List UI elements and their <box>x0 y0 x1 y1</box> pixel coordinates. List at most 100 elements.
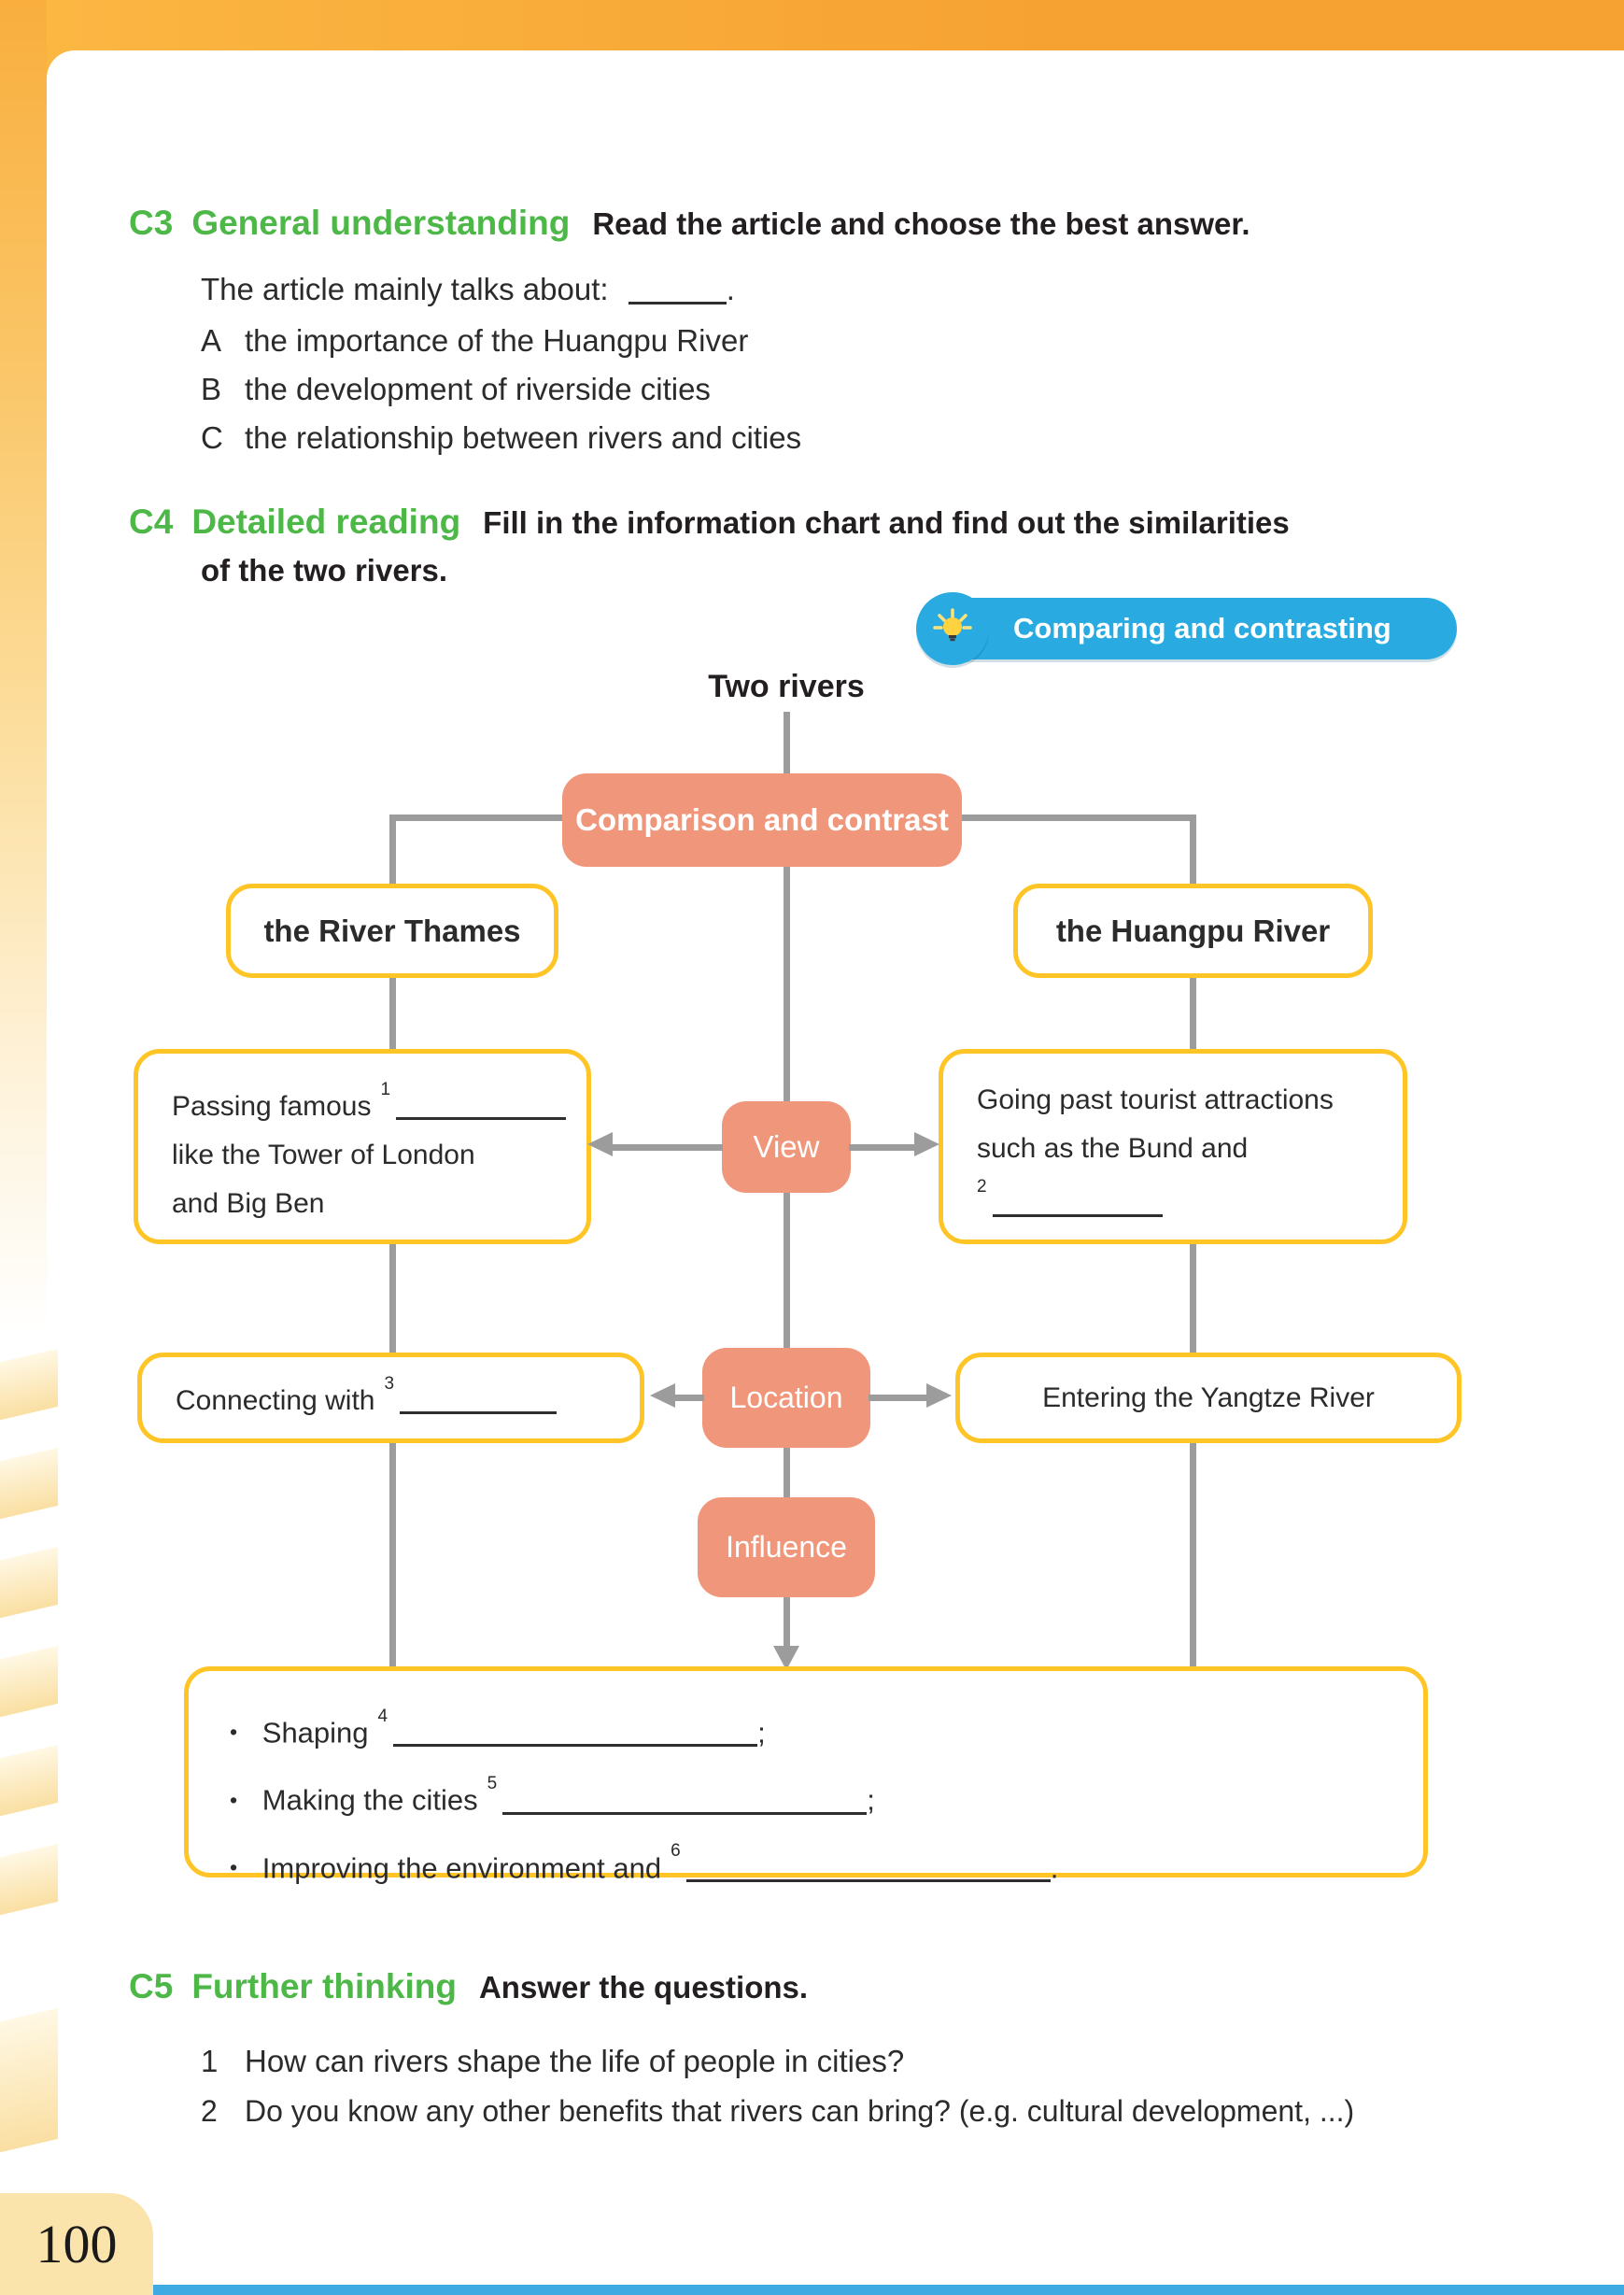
view-arrow-left-line <box>611 1144 723 1151</box>
section-c4-id: C4 <box>129 503 174 541</box>
influence-bullet-2-text: Making the cities <box>261 1783 478 1817</box>
section-c5-instruction: Answer the questions. <box>478 1970 809 2005</box>
blank-6 <box>685 1853 1051 1882</box>
connector-branch-right <box>955 815 1196 821</box>
thames-label: the River Thames <box>263 913 521 948</box>
influence-node: Influence <box>698 1497 875 1597</box>
blank-1 <box>396 1092 567 1120</box>
section-c4-instruction-line2: of the two rivers. <box>201 553 448 588</box>
influence-bullet-2-tail: ; <box>867 1783 875 1817</box>
view-huangpu-line2: such as the Bund and <box>977 1133 1249 1164</box>
influence-bullet-3: Improving the environment and 6. <box>230 1833 1423 1900</box>
location-node: Location <box>702 1348 870 1448</box>
view-huangpu-box: Going past tourist attractions such as t… <box>939 1049 1407 1244</box>
connector-branch-left <box>389 815 569 821</box>
strategy-badge-label: Comparing and contrasting <box>1013 612 1391 645</box>
lightbulb-icon-svg <box>933 608 972 642</box>
c5-question-2: 2 Do you know any other benefits that riv… <box>201 2094 1354 2129</box>
view-huangpu-sup: 2 <box>977 1176 987 1197</box>
location-arrow-right-line <box>868 1395 928 1401</box>
view-thames-line3: and Big Ben <box>172 1188 325 1219</box>
influence-bullet-1: Shaping 4; <box>230 1697 1423 1764</box>
c5-question-1: 1 How can rivers shape the life of people… <box>201 2044 904 2079</box>
c3-stem-text: The article mainly talks about: <box>201 272 609 306</box>
influence-bullet-3-sup: 6 <box>671 1841 681 1862</box>
view-thames-sup: 1 <box>380 1079 391 1099</box>
view-arrowhead-left <box>587 1132 613 1156</box>
blank-5 <box>502 1786 868 1815</box>
influence-bullet-1-sup: 4 <box>377 1706 388 1726</box>
blank-3 <box>400 1386 558 1414</box>
frame-left-band <box>0 0 47 1373</box>
section-c3-heading: C3 General understanding Read the articl… <box>129 204 1250 243</box>
c5-question-1-text: How can rivers shape the life of people … <box>245 2044 905 2078</box>
diagram-huangpu-node: the Huangpu River <box>1013 884 1373 978</box>
location-thames-text: Connecting with 3 <box>176 1370 558 1425</box>
c5-question-1-number: 1 <box>201 2044 219 2078</box>
section-c3-title: General understanding <box>191 204 571 242</box>
section-c4-title: Detailed reading <box>191 503 461 541</box>
influence-bullet-1-tail: ; <box>757 1716 766 1750</box>
diagram-center-node: Comparison and contrast <box>562 773 962 867</box>
location-huangpu-box: Entering the Yangtze River <box>955 1353 1462 1443</box>
view-thames-line2: like the Tower of London <box>172 1140 475 1170</box>
influence-bullet-3-tail: . <box>1050 1850 1059 1884</box>
c3-option-a-text: the importance of the Huangpu River <box>245 323 749 358</box>
c5-question-2-number: 2 <box>201 2094 218 2128</box>
bottom-edge-bar <box>153 2285 1624 2295</box>
c3-option-a-letter: A <box>201 323 222 358</box>
location-thames-sup: 3 <box>384 1373 395 1394</box>
section-c5-title: Further thinking <box>191 1967 457 2005</box>
c3-question-stem: The article mainly talks about: . <box>201 269 735 307</box>
view-huangpu-line1: Going past tourist attractions <box>977 1084 1334 1115</box>
blank-4 <box>393 1718 758 1748</box>
influence-arrowhead-down <box>773 1646 799 1670</box>
location-thames-text-span: Connecting with <box>176 1385 375 1416</box>
section-c3-instruction: Read the article and choose the best ans… <box>592 206 1250 241</box>
page-number: 100 <box>35 2214 118 2274</box>
blank-2 <box>992 1189 1163 1217</box>
c3-option-c-letter: C <box>201 420 223 455</box>
diagram-root-label: Two rivers <box>708 669 865 704</box>
section-c5-id: C5 <box>129 1967 174 2005</box>
influence-bullet-3-text: Improving the environment and <box>261 1850 662 1884</box>
location-thames-box: Connecting with 3 <box>137 1353 644 1443</box>
c3-option-b-text: the development of riverside cities <box>245 372 711 406</box>
c3-stem-blank <box>628 274 727 305</box>
view-arrowhead-right <box>914 1132 939 1156</box>
view-thames-box: Passing famous 1 like the Tower of London… <box>134 1049 591 1244</box>
c3-option-c-text: the relationship between rivers and citi… <box>245 420 802 455</box>
section-c3-id: C3 <box>129 204 174 242</box>
location-arrow-left-line <box>673 1395 704 1401</box>
location-huangpu-text: Entering the Yangtze River <box>1042 1381 1375 1413</box>
connector-center-column <box>784 864 790 1651</box>
strategy-badge: Comparing and contrasting <box>916 592 1457 665</box>
decorative-stripe <box>0 2007 58 2155</box>
influence-bullet-2-sup: 5 <box>487 1773 498 1793</box>
diagram-thames-node: the River Thames <box>226 884 558 978</box>
influence-box: Shaping 4; Making the cities 5; Improving … <box>184 1666 1428 1884</box>
section-c4-heading: C4 Detailed reading Fill in the informat… <box>129 503 1290 542</box>
c3-option-b-letter: B <box>201 372 222 406</box>
view-arrow-right-line <box>849 1144 916 1151</box>
view-node: View <box>722 1101 851 1193</box>
view-huangpu-line3: 2 <box>977 1173 1403 1228</box>
view-thames-line1: Passing famous 1 <box>172 1076 586 1131</box>
location-arrowhead-right <box>926 1383 952 1408</box>
huangpu-label: the Huangpu River <box>1055 913 1331 948</box>
location-arrowhead-left <box>650 1383 675 1408</box>
frame-top-band <box>0 0 1624 50</box>
lightbulb-icon <box>916 592 989 665</box>
connector-root <box>784 712 790 775</box>
page-number-tab: 100 <box>0 2193 153 2295</box>
influence-bullet-1-text: Shaping <box>261 1716 369 1750</box>
c3-stem-period: . <box>726 272 735 306</box>
section-c5-heading: C5 Further thinking Answer the questions… <box>129 1967 808 2006</box>
section-c4-instruction-line1: Fill in the information chart and find o… <box>483 505 1290 540</box>
c5-question-2-text: Do you know any other benefits that rive… <box>245 2094 1355 2128</box>
view-thames-line1-text: Passing famous <box>172 1091 372 1122</box>
